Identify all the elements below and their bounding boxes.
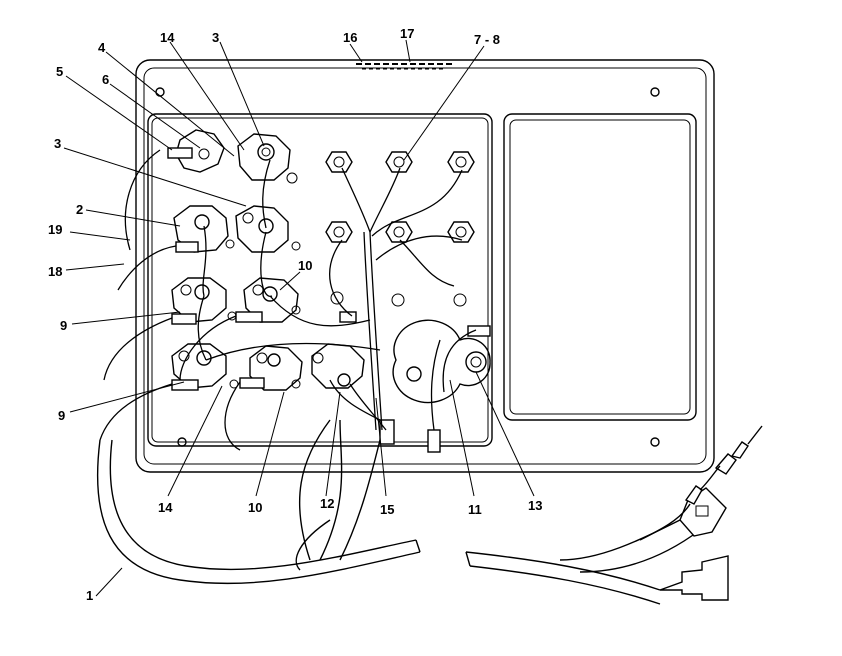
- callout-16: 16: [343, 30, 357, 45]
- callout-10-bottom: 10: [248, 500, 262, 515]
- mounting-holes: [155, 87, 660, 447]
- socket-5: [385, 221, 413, 243]
- callout-11: 11: [468, 502, 482, 517]
- socket-2: [385, 151, 413, 173]
- inline-connectors: [167, 147, 491, 453]
- callout-13: 13: [528, 498, 542, 513]
- callout-3-left: 3: [54, 136, 61, 151]
- callout-15: 15: [380, 502, 394, 517]
- callout-1: 1: [86, 588, 93, 603]
- gauge-terminal-r1-b: [237, 133, 298, 184]
- gauge-terminal-r4-c: [311, 343, 365, 389]
- callout-9-lower: 9: [58, 408, 65, 423]
- main-harness: [96, 419, 701, 605]
- leader-lines: [63, 39, 535, 597]
- panel-frame: [135, 59, 715, 473]
- callout-3-top: 3: [212, 30, 219, 45]
- round-switch: [392, 319, 491, 404]
- indicator-sockets: [325, 151, 475, 307]
- callout-19: 19: [48, 222, 62, 237]
- internal-wires: [99, 149, 477, 451]
- callout-9-upper: 9: [60, 318, 67, 333]
- gauge-terminals: [171, 129, 365, 391]
- socket-1: [325, 151, 353, 173]
- callout-10-mid: 10: [298, 258, 312, 273]
- callout-4: 4: [98, 40, 106, 55]
- callout-2: 2: [76, 202, 83, 217]
- callout-6: 6: [102, 72, 109, 87]
- callout-18: 18: [48, 264, 62, 279]
- socket-6: [447, 221, 475, 243]
- callout-12: 12: [320, 496, 334, 511]
- callout-labels: 16 17 7 - 8 14 3 4 5 6 3 2 19 18 10 9 9 …: [48, 26, 542, 603]
- gauge-terminal-r2-b: [235, 205, 301, 253]
- socket-4: [325, 221, 353, 243]
- callout-17: 17: [400, 26, 414, 41]
- socket-3: [447, 151, 475, 173]
- callout-5: 5: [56, 64, 63, 79]
- callout-7-8: 7 - 8: [474, 32, 500, 47]
- callout-14-top: 14: [160, 30, 175, 45]
- external-connectors: [639, 425, 763, 601]
- callout-14-bottom: 14: [158, 500, 173, 515]
